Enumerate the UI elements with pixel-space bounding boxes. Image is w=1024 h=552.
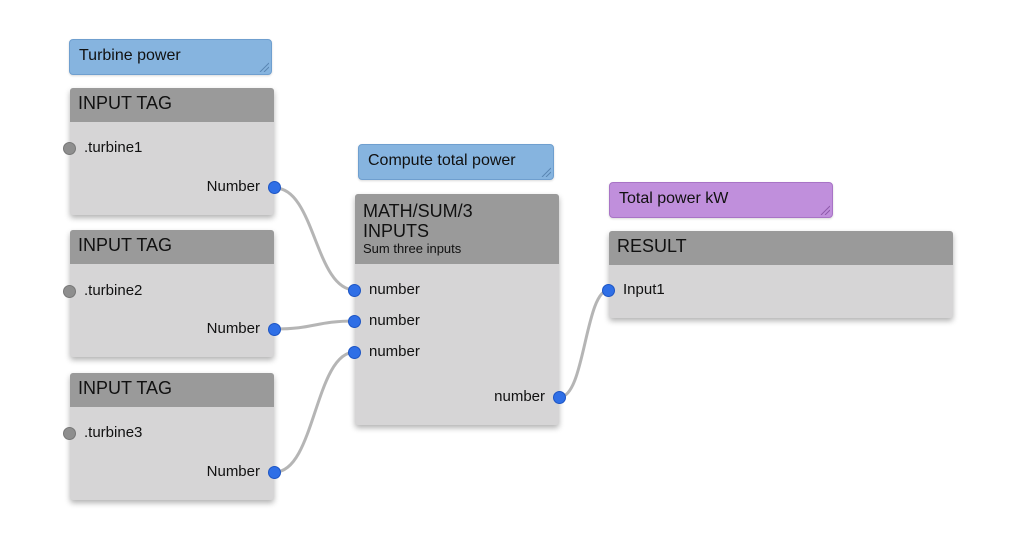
node-input-tag-2[interactable]: INPUT TAG .turbine2 Number: [63, 230, 281, 357]
node-header[interactable]: INPUT TAG: [70, 88, 274, 122]
output-label: Number: [206, 178, 260, 195]
node-title: RESULT: [617, 236, 687, 256]
node-header[interactable]: MATH/SUM/3 INPUTS Sum three inputs: [355, 194, 505, 264]
output-port[interactable]: [553, 391, 566, 404]
comment-text: Turbine power: [79, 47, 181, 64]
tag-label: .turbine2: [84, 282, 143, 299]
output-label: number: [494, 388, 545, 405]
link-turbine3-to-sum-input3: [274, 350, 356, 474]
link-sum-to-result: [559, 288, 610, 399]
node-subtitle: Sum three inputs: [363, 241, 462, 256]
output-label: Number: [206, 320, 260, 337]
output-label: Number: [206, 463, 260, 480]
tag-label: .turbine3: [84, 424, 143, 441]
input-port-unconnected[interactable]: [63, 427, 76, 440]
node-math-sum-3-inputs[interactable]: MATH/SUM/3 INPUTS Sum three inputs numbe…: [348, 194, 566, 425]
node-title: INPUT TAG: [78, 235, 173, 255]
node-header[interactable]: INPUT TAG: [70, 230, 274, 264]
link-turbine1-to-sum-input1: [274, 186, 356, 292]
input-port-1[interactable]: [348, 284, 361, 297]
node-header[interactable]: INPUT TAG: [70, 373, 274, 407]
comment-text: Total power kW: [619, 190, 729, 207]
input-label-1: Input1: [623, 281, 665, 298]
input-port-1[interactable]: [602, 284, 615, 297]
input-port-3[interactable]: [348, 346, 361, 359]
node-input-tag-1[interactable]: INPUT TAG .turbine1 Number: [63, 88, 281, 215]
input-label-1: number: [369, 281, 420, 298]
node-result[interactable]: RESULT Input1: [602, 231, 953, 318]
input-label-2: number: [369, 312, 420, 329]
node-input-tag-3[interactable]: INPUT TAG .turbine3 Number: [63, 373, 281, 500]
input-port-unconnected[interactable]: [63, 142, 76, 155]
resize-grip-icon[interactable]: [541, 167, 551, 177]
output-port[interactable]: [268, 181, 281, 194]
input-port-2[interactable]: [348, 315, 361, 328]
resize-grip-icon[interactable]: [259, 62, 269, 72]
output-port[interactable]: [268, 323, 281, 336]
input-port-unconnected[interactable]: [63, 285, 76, 298]
node-header[interactable]: RESULT: [609, 231, 953, 265]
resize-grip-icon[interactable]: [820, 205, 830, 215]
node-title: MATH/SUM/3 INPUTS: [363, 201, 473, 241]
tag-label: .turbine1: [84, 139, 143, 156]
comment-compute-total-power[interactable]: Compute total power: [358, 144, 554, 180]
comment-turbine-power[interactable]: Turbine power: [69, 39, 272, 75]
input-label-3: number: [369, 343, 420, 360]
node-title: INPUT TAG: [78, 93, 173, 113]
output-port[interactable]: [268, 466, 281, 479]
comment-total-power-kw[interactable]: Total power kW: [609, 182, 833, 218]
link-turbine2-to-sum-input2: [274, 319, 356, 331]
comment-text: Compute total power: [368, 152, 516, 169]
node-title: INPUT TAG: [78, 378, 173, 398]
node-header-background: [355, 194, 559, 264]
